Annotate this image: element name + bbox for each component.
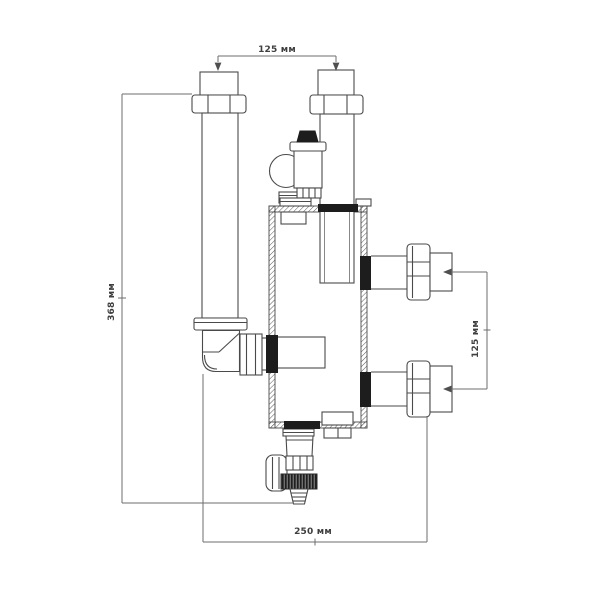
arrow-left-icon [443,385,452,393]
arrow-down-icon [214,62,222,71]
dip-tube-body [319,209,355,284]
arrow-left-icon [443,268,452,276]
vessel-corner-lug [355,198,372,207]
right-outlet-bottom [371,360,453,418]
dip-tube [319,209,355,284]
right-outlet-top [371,243,453,301]
dimension-label-left: 368 мм [107,283,117,321]
vent-collar [289,141,327,152]
drain-valve [265,428,318,505]
right-union-nut [309,94,364,115]
dimension-right: 125 мм [443,268,491,393]
right-top-pipe-assembly [309,69,364,207]
right-wall-seal-bottom [360,372,371,407]
left-pipe-coupling [193,317,248,331]
dimension-left: 368 мм [107,93,293,504]
dimension-label-right: 125 мм [471,320,481,358]
dimension-label-bottom: 250 мм [294,527,332,537]
vent-stub-inside [280,211,307,225]
drain-seal [284,421,320,429]
drain-knurled-wheel [280,473,318,490]
right-pipe-stub [317,69,355,96]
left-union-nut [191,94,247,114]
left-pipe-assembly [191,71,270,376]
elbow-90 [201,329,241,373]
pocket-upper [321,411,354,426]
inlet-pipe-inside-body [275,336,326,369]
vent-cap [296,130,319,143]
vessel-left-wall [268,205,276,429]
dimension-label-top: 125 мм [258,45,296,55]
left-wall-seal [266,335,278,373]
right-wall-seal-top [360,256,371,290]
elbow-socket [239,333,263,376]
left-pipe-body [201,112,239,319]
arrow-down-icon [332,62,340,71]
elbow-miter-line [218,333,240,353]
inlet-pipe-inside [275,336,326,369]
outlet-union-nut [406,243,431,301]
drain-body [285,435,314,457]
air-vent-valve [268,130,327,207]
dimension-top: 125 мм [214,45,340,71]
elbow-inner-arc [203,354,218,370]
bottom-pocket-fitting [321,411,354,439]
dimension-bottom: 250 мм [202,374,428,546]
outlet-union-nut [406,360,431,418]
seals [266,204,371,429]
top-wall-seal [318,204,358,212]
vent-body [293,149,323,189]
left-pipe-stub [199,71,239,96]
right-pipe-body [319,113,355,207]
